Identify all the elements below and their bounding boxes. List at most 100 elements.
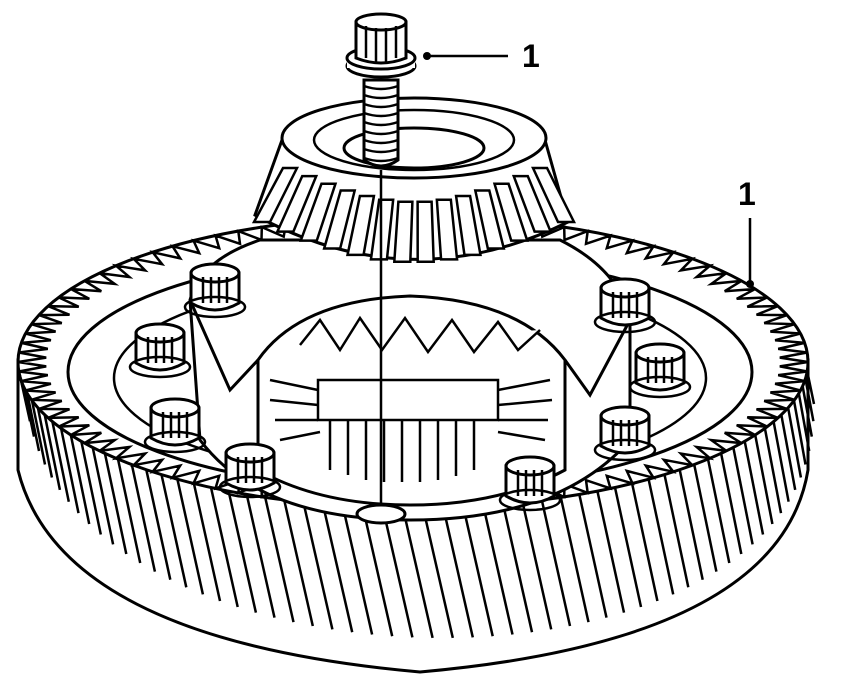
gear-helical-tooth [130,464,157,572]
bolt-head-top [634,342,686,364]
gear-helical-tooth [559,497,590,623]
gear-helical-tooth [401,507,434,639]
gear-helical-tooth [302,502,334,630]
gear-helical-tooth [521,502,553,630]
gear-helical-tooth [630,483,659,602]
gear-helical-tooth [792,400,807,465]
ring-gear-bolt-head [183,262,247,319]
gear-helical-tooth [692,464,718,572]
gear-helical-tooth [613,487,643,608]
thread-ridge [363,84,399,91]
bolt-shank [362,78,400,168]
gear-tooth-zigzag [17,214,809,510]
bolt-threads [363,84,399,163]
bolt-head-top [599,405,651,427]
gear-helical-tooth [678,469,704,580]
callout-number-gear: 1 [738,176,756,212]
gear-helical-tooth [22,385,36,437]
bolt-washer [128,355,192,379]
callout-bolt: 1 [423,38,540,74]
ring-gear-teeth-top [17,214,809,510]
thread-ridge [363,147,399,154]
bolt-head-top [504,455,556,477]
thread-ridge [363,120,399,127]
gear-helical-tooth [69,434,91,525]
gear-helical-tooth [36,407,54,478]
ring-gear-bolt-head [143,397,207,454]
bolt-head-top [224,442,276,464]
bearing-roller [322,189,357,250]
bolt-washer [593,438,657,462]
gear-helical-tooth [321,503,354,633]
bearing-roller [531,166,577,224]
gear-helical-tooth [245,494,276,618]
gear-helical-tooth [797,393,811,452]
gear-helical-tooth [501,503,534,633]
bearing-roller [416,200,435,263]
gear-helical-tooth [462,506,494,637]
gear-helical-tooth [772,421,790,502]
gear-helical-tooth [706,458,731,564]
thread-ridge [363,93,399,100]
ring-gear-bolt-head [593,405,657,462]
bolt-washer [498,488,562,512]
bolt-head-top [599,277,651,299]
gear-helical-tooth [743,441,765,535]
gear-helical-tooth [482,505,514,635]
bolt-head-top [149,397,201,419]
bearing-roller [392,200,414,263]
bearing-roller [298,182,338,242]
thread-ridge [363,138,399,145]
gear-helical-tooth [786,407,803,478]
bolt-target-hole [355,503,407,525]
gear-helical-tooth [116,458,142,564]
gear-helical-tooth [805,370,816,405]
differential-housing [188,238,632,522]
gear-helical-tooth [59,428,80,514]
gear-helical-tooth [341,505,374,635]
callout-dot-gear [746,280,754,288]
bearing-roller [492,182,529,242]
bolt-washer [628,375,692,399]
thread-ridge [363,102,399,109]
flange-bolt [345,12,417,525]
bolt-head-top [189,262,241,284]
gear-helical-tooth [145,469,172,580]
ring-gear-bolt-head [498,455,562,512]
gear-helical-tooth [647,478,675,595]
callout-number-bolt: 1 [522,38,540,74]
gear-helical-tooth [192,483,222,602]
bolt-head [354,20,408,65]
gear-helical-tooth [227,490,258,613]
gear-helical-tooth [43,414,62,491]
bearing-roller [275,174,319,233]
housing-arm-left [188,299,260,393]
callout-gear: 1 [738,176,756,288]
gear-helical-tooth [25,393,41,452]
gear-helical-tooth [732,447,754,545]
gear-helical-tooth [753,434,774,525]
gear-helical-tooth [801,385,814,437]
gear-helical-tooth [663,474,690,588]
callout-dot-bolt [423,52,431,60]
gear-helical-tooth [80,441,103,535]
gear-helical-tooth [381,507,414,638]
ring-gear-bolt-head [628,342,692,399]
gear-helical-tooth [763,428,783,514]
ring-gear-bolt-head [593,277,657,334]
gear-helical-tooth [804,378,815,422]
gear-helical-tooth [442,507,475,638]
bearing-roller [473,189,506,250]
bearing-roller [251,166,300,224]
ring-gear-bolts [128,262,692,512]
bolt-washer [183,295,247,319]
gear-helical-tooth [209,487,239,608]
tapered-roller-bearing [251,96,577,263]
gear-helical-tooth [160,474,188,588]
gear-helical-tooth [263,497,295,623]
bearing-roller [511,174,553,233]
gear-helical-tooth [51,421,71,502]
gear-helical-tooth [596,490,626,613]
